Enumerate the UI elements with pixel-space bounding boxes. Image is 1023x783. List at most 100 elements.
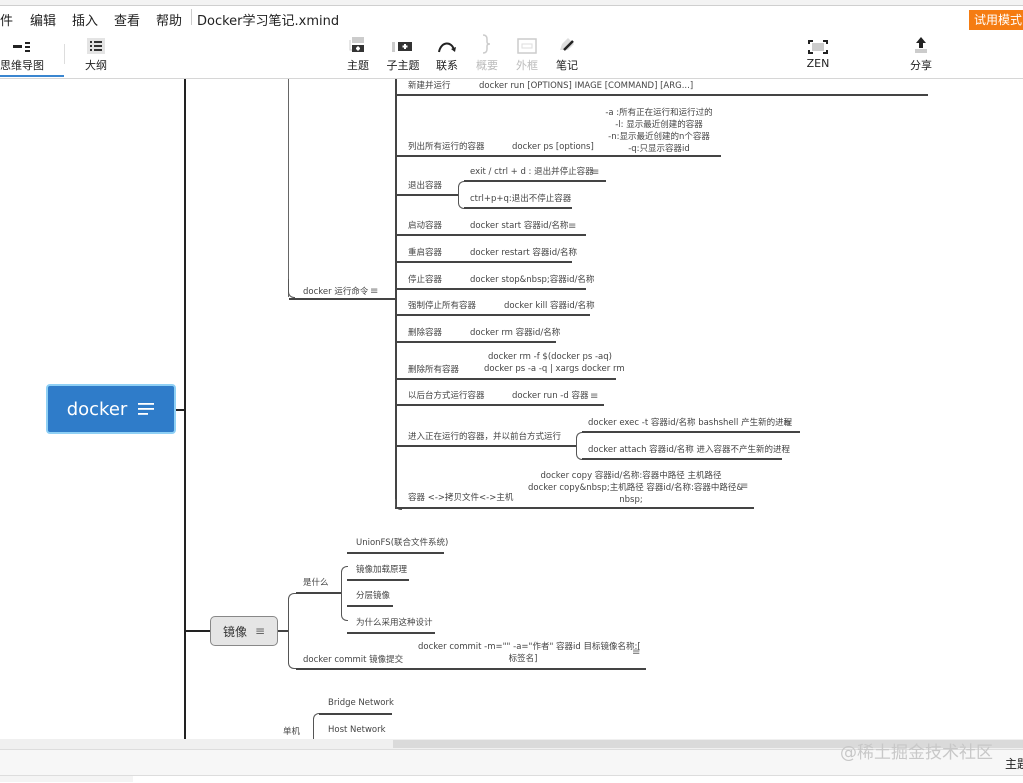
topic-image-loading[interactable]: 镜像加载原理 [356, 565, 408, 575]
note-lines-icon: ≡ [783, 418, 792, 429]
subtopic-button[interactable]: 子主题 [384, 32, 422, 78]
topic-underline [296, 668, 646, 670]
topic-docker-rm[interactable]: docker rm 容器id/名称 [470, 328, 561, 338]
topic-rm-all-commands[interactable]: docker rm -f $(docker ps -aq) docker ps … [484, 352, 625, 374]
topic-unionfs[interactable]: UnionFS(联合文件系统) [356, 538, 449, 548]
bottom-strip [0, 775, 1023, 783]
image-connector-right [278, 630, 289, 632]
menu-view[interactable]: 查看 [114, 14, 141, 29]
menu-edit[interactable]: 编辑 [30, 14, 57, 29]
share-button[interactable]: 分享 [906, 32, 936, 78]
topic-remove-all-containers[interactable]: 删除所有容器 [408, 365, 460, 375]
topic-run-detached[interactable]: 以后台方式运行容器 [408, 391, 485, 401]
window-top-strip [0, 0, 1023, 6]
note-lines-icon [138, 403, 155, 415]
boundary-button[interactable]: 外框 [512, 32, 542, 78]
topic-single-host[interactable]: 单机 [283, 727, 301, 737]
status-topic-label[interactable]: 主题 [1005, 757, 1023, 771]
topic-exit-ctrl-d[interactable]: exit / ctrl + d : 退出并停止容器 [470, 167, 594, 177]
bottom-tab [0, 776, 133, 782]
copy-curve [395, 499, 402, 510]
mindmap-icon [0, 32, 44, 54]
note-lines-icon: ≡ [590, 391, 599, 402]
topic-stop-container[interactable]: 停止容器 [408, 275, 443, 285]
topic-underline [396, 341, 556, 343]
root-topic[interactable]: docker [46, 384, 176, 434]
summary-brace-icon [472, 32, 502, 54]
view-outline-tab[interactable]: 大纲 [78, 32, 114, 78]
copy-branch-line [395, 469, 397, 507]
subtopic-icon [384, 32, 422, 54]
menu-bar: 件 编辑 插入 查看 帮助 [0, 6, 1023, 32]
document-title: Docker学习笔记.xmind [197, 14, 340, 29]
topic-docker-restart[interactable]: docker restart 容器id/名称 [470, 248, 577, 258]
active-view-indicator [0, 75, 64, 77]
topic-underline [396, 507, 754, 509]
note-lines-icon: ≡ [370, 286, 379, 297]
relationship-button[interactable]: 联系 [432, 32, 462, 78]
topic-underline [464, 180, 606, 182]
topic-underline [396, 378, 616, 380]
run-commands-topic[interactable]: docker 运行命令 [303, 287, 369, 297]
status-bar [0, 749, 1023, 776]
topic-docker-commit[interactable]: docker commit 镜像提交 [303, 655, 404, 665]
topic-host-network[interactable]: Host Network [328, 725, 386, 735]
topic-icon [342, 32, 374, 54]
menu-help[interactable]: 帮助 [156, 14, 183, 29]
topic-underline [347, 632, 435, 634]
topic-underline [396, 155, 721, 157]
topic-restart-container[interactable]: 重启容器 [408, 248, 443, 258]
single-host-brace [313, 713, 320, 739]
topic-docker-exec[interactable]: docker exec -t 容器id/名称 bashshell 产生新的进程 [588, 418, 793, 428]
topic-bridge-network[interactable]: Bridge Network [328, 698, 394, 708]
topic-docker-run-d[interactable]: docker run -d 容器 [512, 391, 589, 401]
run-commands-curve [288, 279, 295, 298]
watermark: @稀土掘金技术社区 [840, 743, 993, 763]
topic-exit-container[interactable]: 退出容器 [408, 181, 443, 191]
topic-underline [396, 314, 590, 316]
summary-button[interactable]: 概要 [472, 32, 502, 78]
note-button[interactable]: 笔记 [552, 32, 582, 78]
view-mindmap-tab[interactable]: 思维导图 [0, 32, 44, 78]
topic-underline [296, 592, 342, 594]
topic-new-and-run[interactable]: 新建并运行 [408, 81, 451, 91]
topic-list-containers[interactable]: 列出所有运行的容器 [408, 142, 485, 152]
run-commands-underline [289, 298, 396, 300]
topic-ps-options[interactable]: -a :所有正在运行和运行过的 -l: 显示最近创建的容器 -n:显示最近创建的… [605, 108, 713, 154]
topic-docker-copy[interactable]: docker copy 容器id/名称:容器中路径 主机路径 docker co… [528, 471, 744, 505]
root-branch-line [184, 79, 186, 739]
topic-underline [396, 261, 572, 263]
topic-layered-image[interactable]: 分层镜像 [356, 591, 391, 601]
title-separator [191, 9, 192, 25]
topic-underline [347, 605, 393, 607]
topic-what-is[interactable]: 是什么 [303, 578, 329, 588]
topic-why-this-design[interactable]: 为什么采用这种设计 [356, 618, 433, 628]
note-lines-icon: ≡ [632, 647, 641, 658]
topic-enter-container[interactable]: 进入正在运行的容器，并以前台方式运行 [408, 432, 562, 442]
topic-commit-command[interactable]: docker commit -m="" -a="作者" 容器id 目标镜像名称:… [418, 642, 641, 664]
topic-ctrl-p-q[interactable]: ctrl+p+q:退出不停止容器 [470, 194, 572, 204]
topic-kill-containers[interactable]: 强制停止所有容器 [408, 301, 477, 311]
topic-docker-attach[interactable]: docker attach 容器id/名称 进入容器不产生新的进程 [588, 445, 790, 455]
run-children-spine [395, 79, 397, 509]
relationship-curve-icon [432, 32, 462, 54]
menu-insert[interactable]: 插入 [72, 14, 99, 29]
topic-copy-files[interactable]: 容器 <->拷贝文件<->主机 [408, 493, 514, 503]
trial-mode-badge[interactable]: 试用模式 [969, 10, 1023, 30]
topic-remove-container[interactable]: 删除容器 [408, 328, 443, 338]
topic-docker-start[interactable]: docker start 容器id/名称 [470, 221, 569, 231]
zen-button[interactable]: ZEN [803, 32, 833, 78]
view-tab-separator [64, 44, 65, 64]
topic-docker-kill[interactable]: docker kill 容器id/名称 [504, 301, 595, 311]
image-topic[interactable]: 镜像 ≡ [210, 616, 278, 646]
menu-file[interactable]: 件 [0, 14, 14, 29]
topic-docker-stop[interactable]: docker stop&nbsp;容器id/名称 [470, 275, 595, 285]
what-is-brace [341, 566, 348, 621]
topic-docker-ps[interactable]: docker ps [options] [512, 142, 594, 152]
mindmap-canvas[interactable]: docker docker 运行命令 ≡ 新建并运行 docker run [O… [0, 79, 1023, 739]
note-lines-icon: ≡ [568, 221, 577, 232]
horizontal-scrollbar-thumb[interactable] [393, 740, 1023, 748]
topic-button[interactable]: 主题 [342, 32, 374, 78]
topic-docker-run[interactable]: docker run [OPTIONS] IMAGE [COMMAND] [AR… [479, 81, 694, 91]
topic-start-container[interactable]: 启动容器 [408, 221, 443, 231]
